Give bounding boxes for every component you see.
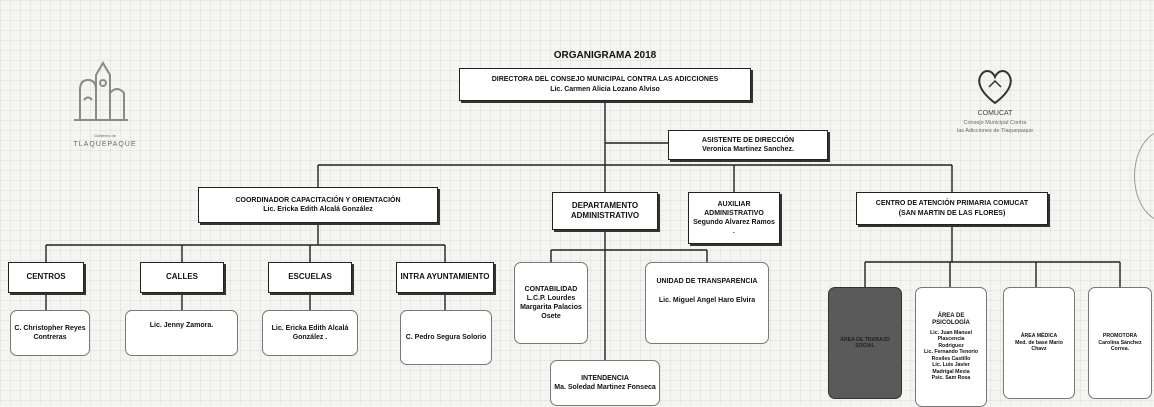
center-role: CENTRO DE ATENCIÓN PRIMARIA COMUCAT bbox=[875, 200, 1029, 208]
promotora-box: PROMOTORA Carolina Sánchez Correa. bbox=[1088, 287, 1152, 399]
admin-dept-box: DEPARTAMENTO ADMINISTRATIVO bbox=[552, 192, 658, 230]
logo-subtitle: Gobierno de bbox=[93, 133, 116, 138]
escuelas-role: ESCUELAS bbox=[288, 272, 332, 282]
director-box: DIRECTORA DEL CONSEJO MUNICIPAL CONTRA L… bbox=[459, 68, 751, 101]
transparencia-name: Lic. Miguel Angel Haro Elvira bbox=[658, 297, 756, 305]
intra-name: C. Pedro Segura Solorio bbox=[405, 333, 487, 341]
heart-hands-icon bbox=[978, 70, 1012, 105]
church-icon bbox=[74, 61, 128, 121]
centros-role: CENTROS bbox=[26, 272, 66, 282]
transparencia-role: UNIDAD DE TRANSPARENCIA bbox=[656, 278, 758, 285]
aux-admin-role: AUXILIAR ADMINISTRATIVO bbox=[704, 200, 764, 217]
chart-title: ORGANIGRAMA 2018 bbox=[553, 50, 657, 61]
logo-name: TLAQUEPAQUE bbox=[73, 141, 137, 148]
center-box: CENTRO DE ATENCIÓN PRIMARIA COMUCAT (SAN… bbox=[856, 192, 1048, 225]
director-name: Lic. Carmen Alicia Lozano Alviso bbox=[550, 85, 660, 93]
coordination-name: Lic. Ericka Edith Alcalá González bbox=[263, 206, 373, 213]
calles-role: CALLES bbox=[166, 272, 198, 282]
medico-box: ÁREA MÉDICA Med. de base Mario Chavz bbox=[1003, 287, 1075, 399]
comucat-name: COMUCAT bbox=[977, 110, 1013, 117]
coordination-role: COORDINADOR CAPACITACIÓN Y ORIENTACIÓN bbox=[235, 196, 401, 204]
psicologia-role: ÁREA DE PSICOLOGÍA bbox=[932, 312, 970, 327]
coordination-box: COORDINADOR CAPACITACIÓN Y ORIENTACIÓN L… bbox=[198, 187, 438, 223]
assistant-box: ASISTENTE DE DIRECCIÓN Veronica Martinez… bbox=[668, 130, 828, 160]
psicologia-box: ÁREA DE PSICOLOGÍA Lic. Juan Manuel Plas… bbox=[915, 287, 987, 407]
aux-admin-box: AUXILIAR ADMINISTRATIVO Segundo Alvarez … bbox=[688, 192, 780, 244]
contabilidad-role: CONTABILIDAD bbox=[524, 285, 578, 293]
psicologia-name-2: Lic. Fernando Tenorio bbox=[923, 349, 979, 355]
comucat-line2: las Adicciones de Tlaquepaque bbox=[956, 128, 1034, 134]
intra-role: INTRA AYUNTAMIENTO bbox=[400, 272, 490, 282]
psicologia-name-1: Rodriguez bbox=[938, 342, 964, 349]
psicologia-name-5: Madrigal Mexia bbox=[932, 368, 970, 375]
intra-box: INTRA AYUNTAMIENTO bbox=[396, 262, 494, 293]
tlaquepaque-logo: Gobierno de TLAQUEPAQUE bbox=[40, 55, 170, 155]
comucat-line1: Consejo Municipal Contra bbox=[963, 120, 1027, 126]
psicologia-name-0: Lic. Juan Manuel Plascencia bbox=[930, 329, 972, 343]
trabajo-social-box: ÁREA DE TRABAJO SOCIAL bbox=[828, 287, 902, 399]
assistant-role: ASISTENTE DE DIRECCIÓN bbox=[701, 136, 795, 144]
medico-role: ÁREA MÉDICA bbox=[1020, 333, 1058, 340]
calles-name-box: Lic. Jenny Zamora. bbox=[125, 310, 238, 356]
transparencia-box: UNIDAD DE TRANSPARENCIA Lic. Miguel Ange… bbox=[645, 262, 769, 344]
intra-name-box: C. Pedro Segura Solorio bbox=[400, 310, 492, 365]
medico-name: Med. de base Mario Chavz bbox=[1015, 339, 1063, 353]
centros-name-box: C. Christopher Reyes Contreras bbox=[10, 310, 90, 356]
trabajo-social-role: ÁREA DE TRABAJO SOCIAL bbox=[840, 336, 890, 350]
escuelas-name-box: Lic. Ericka Edith Alcalá González . bbox=[262, 310, 358, 356]
contabilidad-box: CONTABILIDAD L.C.P. Lourdes Margarita Pa… bbox=[514, 262, 588, 344]
contabilidad-name: L.C.P. Lourdes Margarita Palacios Osete bbox=[520, 294, 582, 321]
intendencia-name: Ma. Soledad Martinez Fonseca bbox=[554, 384, 656, 391]
center-sub: (SAN MARTIN DE LAS FLORES) bbox=[898, 209, 1006, 217]
assistant-name: Veronica Martinez Sanchez. bbox=[702, 146, 794, 153]
intendencia-role: INTENDENCIA bbox=[581, 374, 629, 382]
promotora-name: Carolina Sánchez Correa. bbox=[1098, 339, 1142, 353]
intendencia-box: INTENDENCIA Ma. Soledad Martinez Fonseca bbox=[550, 360, 660, 406]
comucat-logo: COMUCAT Consejo Municipal Contra las Adi… bbox=[935, 65, 1055, 160]
admin-dept-role: DEPARTAMENTO ADMINISTRATIVO bbox=[570, 200, 640, 220]
psicologia-name-4: Lic. Luis Javier bbox=[932, 362, 970, 368]
calles-name: Lic. Jenny Zamora. bbox=[149, 322, 214, 329]
calles-box: CALLES bbox=[140, 262, 224, 293]
centros-name: C. Christopher Reyes Contreras bbox=[14, 324, 86, 341]
escuelas-name: Lic. Ericka Edith Alcalá González . bbox=[271, 324, 349, 341]
promotora-role: PROMOTORA bbox=[1102, 333, 1138, 340]
escuelas-box: ESCUELAS bbox=[268, 262, 352, 293]
centros-box: CENTROS bbox=[8, 262, 84, 293]
psicologia-name-3: Rosiles Castillo bbox=[931, 355, 971, 362]
psicologia-name-6: Psic. Sam Rosa bbox=[931, 375, 971, 381]
aux-admin-name: Segundo Alvarez Ramos . bbox=[693, 219, 775, 236]
director-role: DIRECTORA DEL CONSEJO MUNICIPAL CONTRA L… bbox=[491, 76, 719, 84]
